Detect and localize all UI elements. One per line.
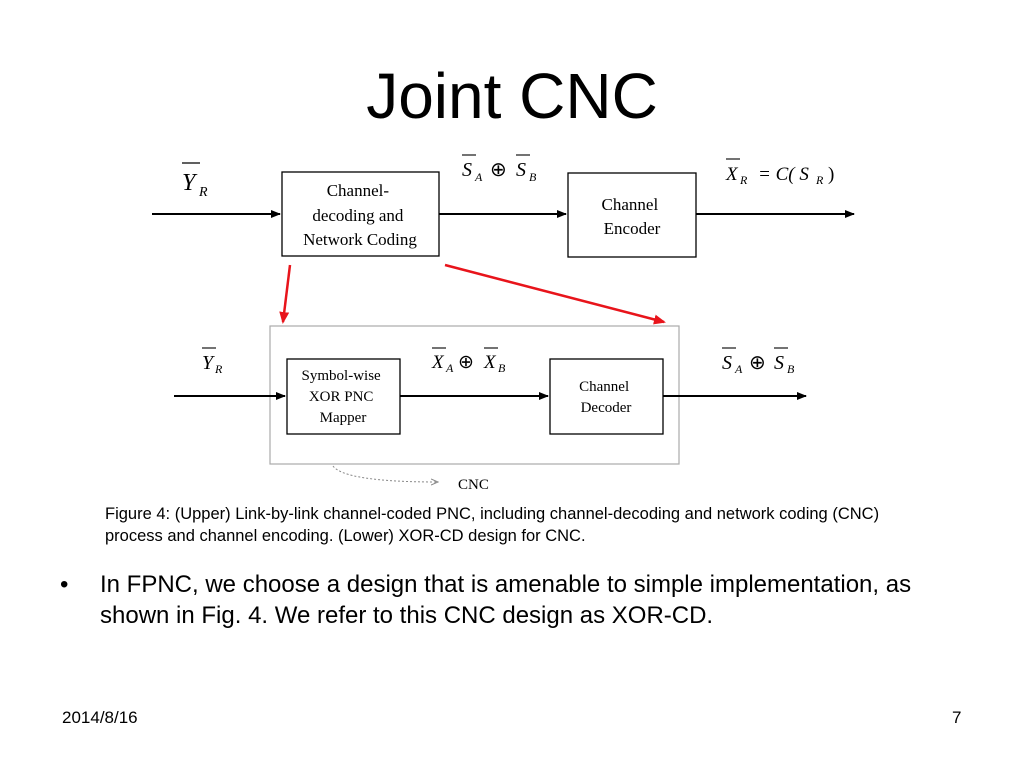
cnc-callout-connector	[332, 465, 438, 482]
footer-date: 2014/8/16	[62, 708, 138, 727]
channel-decoding-network-coding-label: Channel- decoding and Network Coding	[303, 181, 417, 249]
svg-text:): )	[828, 164, 834, 185]
symbol-wise-xor-pnc-mapper-label: Symbol-wise XOR PNC Mapper	[302, 368, 385, 426]
channel-decoding-network-coding-block	[281, 171, 440, 257]
svg-text:S: S	[722, 352, 732, 374]
svg-text:X: X	[725, 164, 739, 185]
svg-text:B: B	[529, 170, 537, 184]
svg-text:S: S	[462, 159, 472, 181]
svg-text:R: R	[198, 185, 208, 200]
red-mapping-arrow-left	[279, 264, 292, 324]
upper-output-label: X R = C( S R )	[725, 158, 834, 187]
svg-text:Y: Y	[202, 352, 215, 374]
svg-text:B: B	[498, 361, 506, 375]
slide-title: Joint CNC	[366, 60, 658, 132]
svg-text:R: R	[214, 362, 223, 376]
svg-text:A: A	[445, 361, 454, 375]
svg-text:A: A	[734, 362, 743, 376]
svg-text:= C( S: = C( S	[758, 164, 809, 185]
svg-text:⊕: ⊕	[458, 352, 474, 373]
lower-input-label: Y R	[202, 347, 223, 376]
figure-caption: Figure 4: (Upper) Link-by-link channel-c…	[105, 505, 880, 545]
symbol-wise-xor-pnc-mapper-block	[286, 358, 401, 435]
svg-text:X: X	[431, 352, 445, 373]
svg-text:S: S	[774, 352, 784, 374]
slide-number: 7	[952, 708, 962, 727]
cnc-group-label: CNC	[458, 477, 489, 493]
svg-text:S: S	[516, 159, 526, 181]
svg-text:B: B	[787, 362, 795, 376]
upper-input-label: Y R	[182, 162, 208, 200]
channel-decoder-block	[549, 358, 664, 435]
channel-decoder-label: Channel Decoder	[579, 379, 633, 416]
svg-text:Y: Y	[182, 170, 198, 196]
svg-text:R: R	[739, 173, 748, 187]
upper-mid-label: S A ⊕ S B	[462, 154, 537, 184]
bullet-point: • In FPNC, we choose a design that is am…	[60, 569, 960, 631]
lower-output-label: S A ⊕ S B	[722, 347, 795, 376]
channel-encoder-block	[567, 172, 697, 258]
svg-text:⊕: ⊕	[490, 159, 507, 181]
lower-mid-label: X A ⊕ X B	[431, 347, 506, 375]
channel-encoder-label: Channel Encoder	[602, 195, 663, 238]
red-mapping-arrow-right	[444, 263, 666, 325]
svg-text:R: R	[815, 173, 824, 187]
svg-text:⊕: ⊕	[749, 352, 766, 374]
bullet-text: In FPNC, we choose a design that is amen…	[100, 571, 912, 629]
svg-text:X: X	[483, 352, 497, 373]
svg-text:A: A	[474, 170, 483, 184]
bullet-marker: •	[60, 571, 69, 598]
